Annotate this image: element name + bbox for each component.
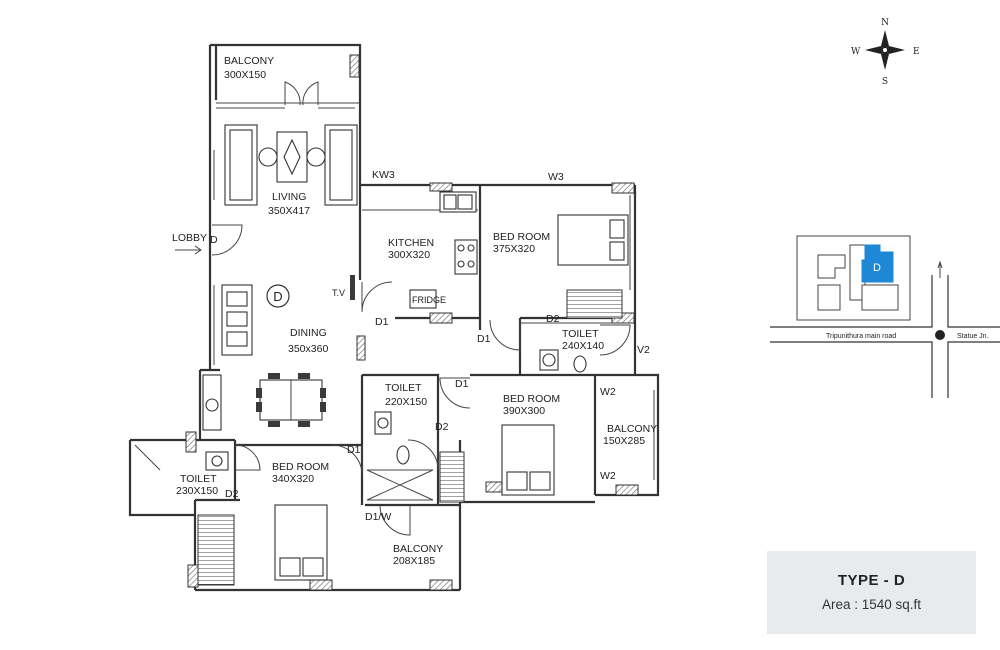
room-size: 350x360 (288, 343, 328, 355)
compass-e: E (913, 47, 920, 57)
window-label: V2 (637, 344, 650, 356)
window-label: KW3 (372, 169, 395, 181)
door-label: D2 (546, 313, 560, 325)
pillars (185, 54, 639, 591)
room-size: 300X150 (224, 69, 266, 81)
room-size: 150X285 (603, 435, 645, 447)
room-name: BALCONY (607, 423, 657, 435)
svg-text:D: D (273, 289, 282, 304)
room-name: BALCONY (224, 55, 274, 67)
door-label: D (210, 234, 218, 246)
door-label: D2 (435, 421, 449, 433)
type-info-panel: TYPE - D Area : 1540 sq.ft (767, 551, 976, 634)
stairs (197, 289, 623, 586)
doors (211, 81, 631, 536)
kitchen-furniture (409, 191, 478, 309)
room-size: 240X140 (562, 340, 604, 352)
room-size: 220X150 (385, 396, 427, 408)
room-size: 208X185 (393, 555, 435, 567)
sanitary-fixtures (134, 349, 587, 471)
window-label: W3 (548, 171, 564, 183)
room-size: 375X320 (493, 243, 535, 255)
window-label: W2 (600, 470, 616, 482)
room-name: TOILET (385, 382, 422, 394)
room-name: TOILET (180, 473, 217, 485)
road-label: Tripunithura main road (826, 333, 896, 340)
lobby-label: LOBBY (172, 232, 207, 244)
room-name: BED ROOM (503, 393, 560, 405)
type-title: TYPE - D (837, 572, 906, 589)
compass-icon: N S E W (851, 18, 920, 87)
key-unit-label: D (873, 262, 881, 274)
room-labels: BALCONY 300X150 LIVING 350X417 KITCHEN 3… (176, 55, 657, 567)
door-label: D1 (375, 316, 389, 328)
compass-s: S (882, 77, 888, 87)
living-furniture (224, 124, 358, 206)
outer-walls (128, 43, 660, 592)
room-size: 340X320 (272, 473, 314, 485)
bedroom-sw-furniture (274, 504, 328, 581)
bedroom-e-furniture (501, 424, 555, 496)
room-name: BALCONY (393, 543, 443, 555)
windows (213, 150, 655, 480)
compass-n: N (881, 18, 889, 28)
type-area: Area : 1540 sq.ft (821, 597, 922, 612)
dining-furniture (202, 284, 326, 431)
unit-mark: D (266, 284, 290, 308)
door-label: D1/W (365, 511, 391, 523)
fridge-label: FRIDGE (412, 295, 446, 305)
room-name: KITCHEN (388, 237, 434, 249)
room-name: TOILET (562, 328, 599, 340)
door-label: D2 (225, 488, 239, 500)
room-size: 390X300 (503, 405, 545, 417)
tv-label: T.V (332, 288, 345, 298)
bedroom-ne-furniture (557, 214, 629, 266)
room-name: LIVING (272, 191, 306, 203)
window-label: W2 (600, 386, 616, 398)
room-size: 300X320 (388, 249, 430, 261)
room-name: BED ROOM (493, 231, 550, 243)
room-name: BED ROOM (272, 461, 329, 473)
door-label: D1 (347, 444, 361, 456)
room-size: 230X150 (176, 485, 218, 497)
key-plan: D Tripunithura main road Statue Jn. (770, 235, 1000, 398)
door-label: D1 (455, 378, 469, 390)
opening-labels: LOBBY D T.V FRIDGE KW3 W3 D1 D1 D1 D1 D2… (172, 169, 650, 523)
junction-label: Statue Jn. (957, 333, 989, 340)
room-size: 350X417 (268, 205, 310, 217)
compass-w: W (851, 47, 861, 57)
door-label: D1 (477, 333, 491, 345)
room-name: DINING (290, 327, 327, 339)
